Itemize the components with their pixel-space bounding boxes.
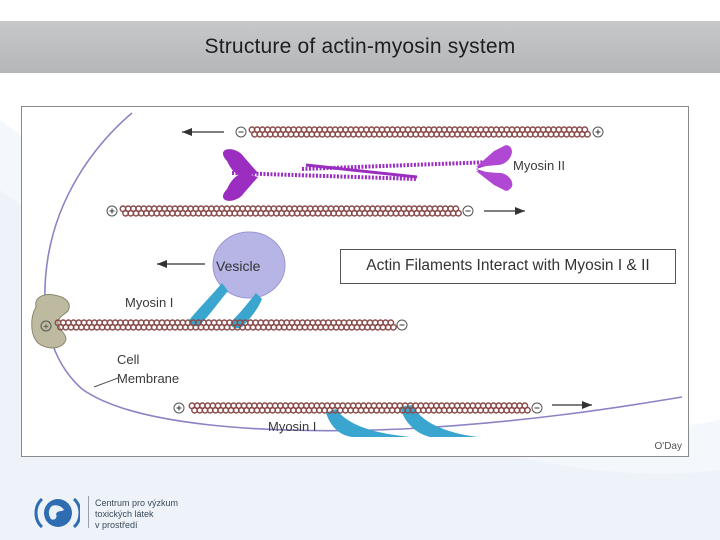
membrane-anchor — [31, 294, 70, 349]
arrow-right-2 — [484, 207, 525, 215]
movement-arrows — [157, 128, 592, 409]
vesicle — [212, 231, 286, 299]
minus-end — [396, 319, 408, 331]
actin-filament-1 — [248, 126, 591, 138]
arrow-right-4 — [552, 401, 592, 409]
plus-end — [592, 126, 604, 138]
cell-label: Cell — [117, 352, 140, 367]
actin-filaments — [54, 126, 604, 414]
logo-divider — [88, 496, 89, 528]
plus-end — [106, 205, 118, 217]
svg-text:+: + — [43, 322, 48, 332]
membrane-pointer-line — [93, 377, 119, 388]
title-bar — [0, 21, 720, 73]
actin-filament-2 — [119, 205, 462, 217]
arrow-left-vesicle — [157, 260, 205, 268]
image-credit: O'Day — [654, 441, 682, 452]
minus-end — [462, 205, 474, 217]
vesicle-label: Vesicle — [216, 258, 261, 274]
myosin-ii-label: Myosin II — [513, 158, 566, 173]
myosin-i-heads-bottom — [326, 405, 478, 437]
figure-banner: Actin Filaments Interact with Myosin I &… — [340, 249, 676, 284]
slide-title: Structure of actin-myosin system — [204, 35, 516, 58]
logo-line: Centrum pro výzkum — [95, 498, 179, 508]
figure-drawing: + — [31, 112, 683, 437]
myosin-ii — [222, 145, 513, 201]
actin-filament-3 — [54, 319, 397, 331]
logo-line: v prostředí — [95, 520, 138, 530]
recetox-logo — [34, 497, 80, 529]
actin-filament-4 — [188, 402, 531, 414]
minus-end — [235, 126, 247, 138]
membrane-label: Membrane — [117, 371, 180, 386]
plus-end — [173, 402, 185, 414]
logo-line: toxických látek — [95, 509, 154, 519]
logo-text: Centrum pro výzkum toxických látek v pro… — [95, 498, 178, 531]
myosin-i-label-bottom: Myosin I — [268, 419, 317, 434]
actin-myosin-figure: + Myosin II Vesicle Actin Filaments — [21, 106, 689, 457]
minus-end — [531, 402, 543, 414]
cell-membrane — [44, 112, 683, 432]
arrow-left-1 — [182, 128, 224, 136]
myosin-i-label-top: Myosin I — [125, 295, 174, 310]
myosin-i-heads-vesicle — [188, 283, 262, 329]
